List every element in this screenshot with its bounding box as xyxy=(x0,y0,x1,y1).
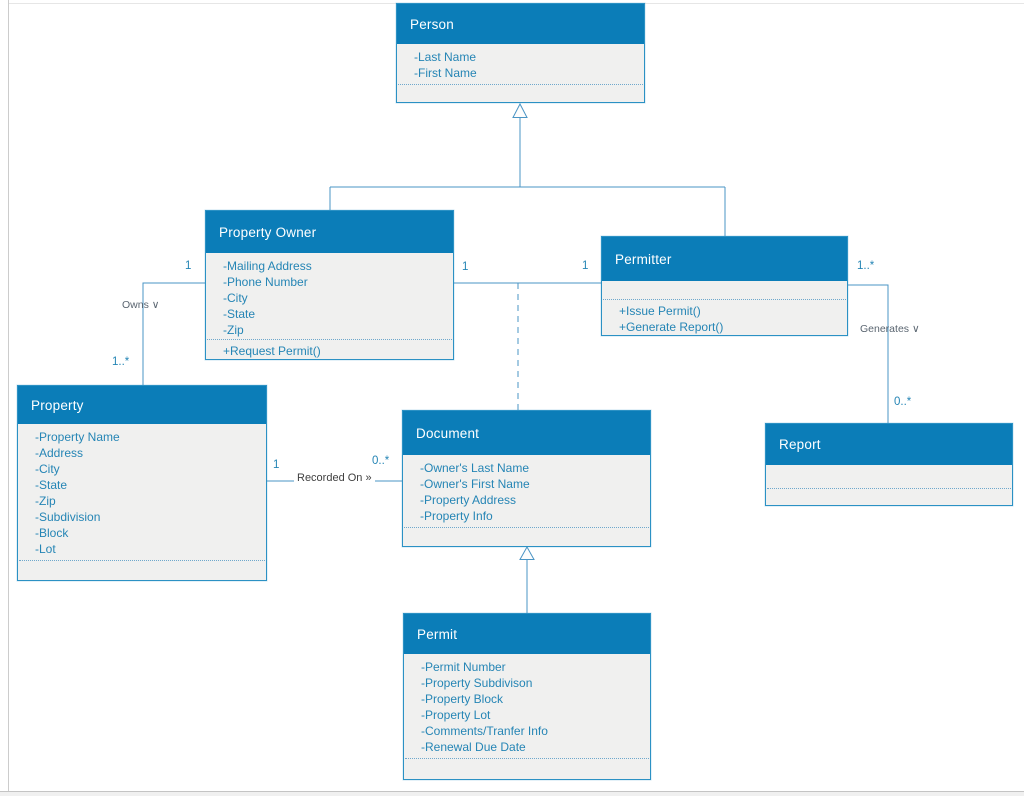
class-person-attributes: -Last Name -First Name xyxy=(397,44,644,84)
class-member: -Last Name xyxy=(414,50,477,64)
class-member: +Request Permit() xyxy=(223,344,321,358)
class-member: -Phone Number xyxy=(223,275,308,289)
section-divider xyxy=(19,560,265,561)
multiplicity-recorded-document: 0..* xyxy=(372,455,390,467)
class-member: -Address xyxy=(35,446,84,460)
multiplicity-permitter-side: 1 xyxy=(582,260,589,272)
class-property-owner[interactable]: Property Owner -Mailing Address -Phone Nu… xyxy=(205,210,454,360)
class-property[interactable]: Property -Property Name -Address -City -Sta… xyxy=(17,385,267,581)
class-report-title: Report xyxy=(766,424,1012,465)
class-report-attributes xyxy=(766,465,1012,488)
association-label-owns: Owns ∨ xyxy=(122,299,160,311)
class-document[interactable]: Document -Owner's Last Name -Owner's Firs… xyxy=(402,410,651,547)
class-member: -Zip xyxy=(223,323,244,337)
class-member: -Zip xyxy=(35,494,56,508)
class-property-methods xyxy=(18,561,266,580)
class-member: -Property Block xyxy=(421,692,504,706)
class-member: -Owner's First Name xyxy=(420,477,530,491)
class-member: -Property Name xyxy=(35,430,120,444)
class-member: -Lot xyxy=(35,542,56,556)
class-report[interactable]: Report xyxy=(765,423,1013,506)
class-permitter-title: Permitter xyxy=(602,237,847,281)
multiplicity-recorded-property: 1 xyxy=(273,459,280,471)
class-member: +Issue Permit() xyxy=(619,304,701,318)
class-member: -Block xyxy=(35,526,69,540)
generalization-arrow-document[interactable] xyxy=(519,545,535,560)
class-permitter-methods: +Issue Permit() +Generate Report() xyxy=(602,300,847,335)
class-permitter-attributes xyxy=(602,281,847,299)
class-document-methods xyxy=(403,528,650,546)
class-member: -First Name xyxy=(414,66,477,80)
class-member: -Property Address xyxy=(420,493,517,507)
multiplicity-generates-report: 0..* xyxy=(894,396,912,408)
section-divider xyxy=(603,299,846,300)
class-permitter[interactable]: Permitter +Issue Permit() +Generate Repor… xyxy=(601,236,848,336)
class-member: -State xyxy=(35,478,68,492)
class-property-attributes: -Property Name -Address -City -State -Zip -Su… xyxy=(18,424,266,560)
association-owns[interactable] xyxy=(142,282,205,385)
class-member: -Renewal Due Date xyxy=(421,740,526,754)
class-property-owner-methods: +Request Permit() xyxy=(206,340,453,359)
class-member: -City xyxy=(223,291,248,305)
class-property-owner-attributes: -Mailing Address -Phone Number -City -State… xyxy=(206,253,453,339)
section-divider xyxy=(404,527,649,528)
multiplicity-owner-side: 1 xyxy=(462,261,469,273)
class-member: -State xyxy=(223,307,256,321)
class-member: +Generate Report() xyxy=(619,320,724,334)
class-person-methods xyxy=(397,85,644,102)
class-member: -Permit Number xyxy=(421,660,506,674)
class-permit-title: Permit xyxy=(404,614,650,654)
page-edge-bottom xyxy=(0,791,1024,792)
class-member: -Property Info xyxy=(420,509,493,523)
class-permit-methods xyxy=(404,759,650,779)
class-member: -Owner's Last Name xyxy=(420,461,529,475)
class-member: -Property Subdivison xyxy=(421,676,533,690)
association-label-generates: Generates ∨ xyxy=(860,323,920,335)
class-document-attributes: -Owner's Last Name -Owner's First Name -Pr… xyxy=(403,455,650,527)
class-member: -Property Lot xyxy=(421,708,491,722)
class-person[interactable]: Person -Last Name -First Name xyxy=(396,3,645,103)
class-property-title: Property xyxy=(18,386,266,424)
section-divider xyxy=(207,339,452,340)
section-divider xyxy=(767,488,1011,489)
multiplicity-generates-permitter: 1..* xyxy=(857,260,875,272)
class-person-title: Person xyxy=(397,4,644,44)
generalization-arrow-person[interactable] xyxy=(512,102,528,118)
association-label-recorded-on: Recorded On » xyxy=(294,472,375,484)
class-member: -Mailing Address xyxy=(223,259,312,273)
class-permit[interactable]: Permit -Permit Number -Property Subdiviso… xyxy=(403,613,651,780)
page-edge-left xyxy=(8,0,9,792)
class-report-methods xyxy=(766,489,1012,505)
class-member: -City xyxy=(35,462,60,476)
section-divider xyxy=(398,84,643,85)
multiplicity-owns-owner: 1 xyxy=(185,260,192,272)
class-member: -Subdivision xyxy=(35,510,101,524)
page-margin-bottom xyxy=(0,792,1024,796)
class-member: -Comments/Tranfer Info xyxy=(421,724,548,738)
class-permit-attributes: -Permit Number -Property Subdivison -Prope… xyxy=(404,654,650,758)
section-divider xyxy=(405,758,649,759)
class-property-owner-title: Property Owner xyxy=(206,211,453,253)
class-document-title: Document xyxy=(403,411,650,455)
association-generates[interactable] xyxy=(848,284,889,423)
multiplicity-owns-property: 1..* xyxy=(112,356,130,368)
